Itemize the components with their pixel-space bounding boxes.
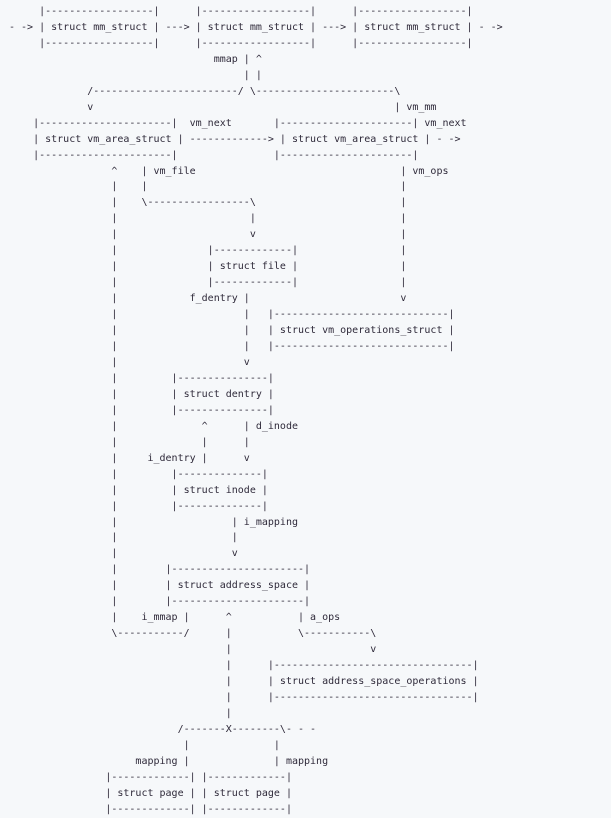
ascii-memory-structures-diagram: |------------------| |------------------… xyxy=(9,6,503,815)
code-block: |------------------| |------------------… xyxy=(9,6,503,815)
